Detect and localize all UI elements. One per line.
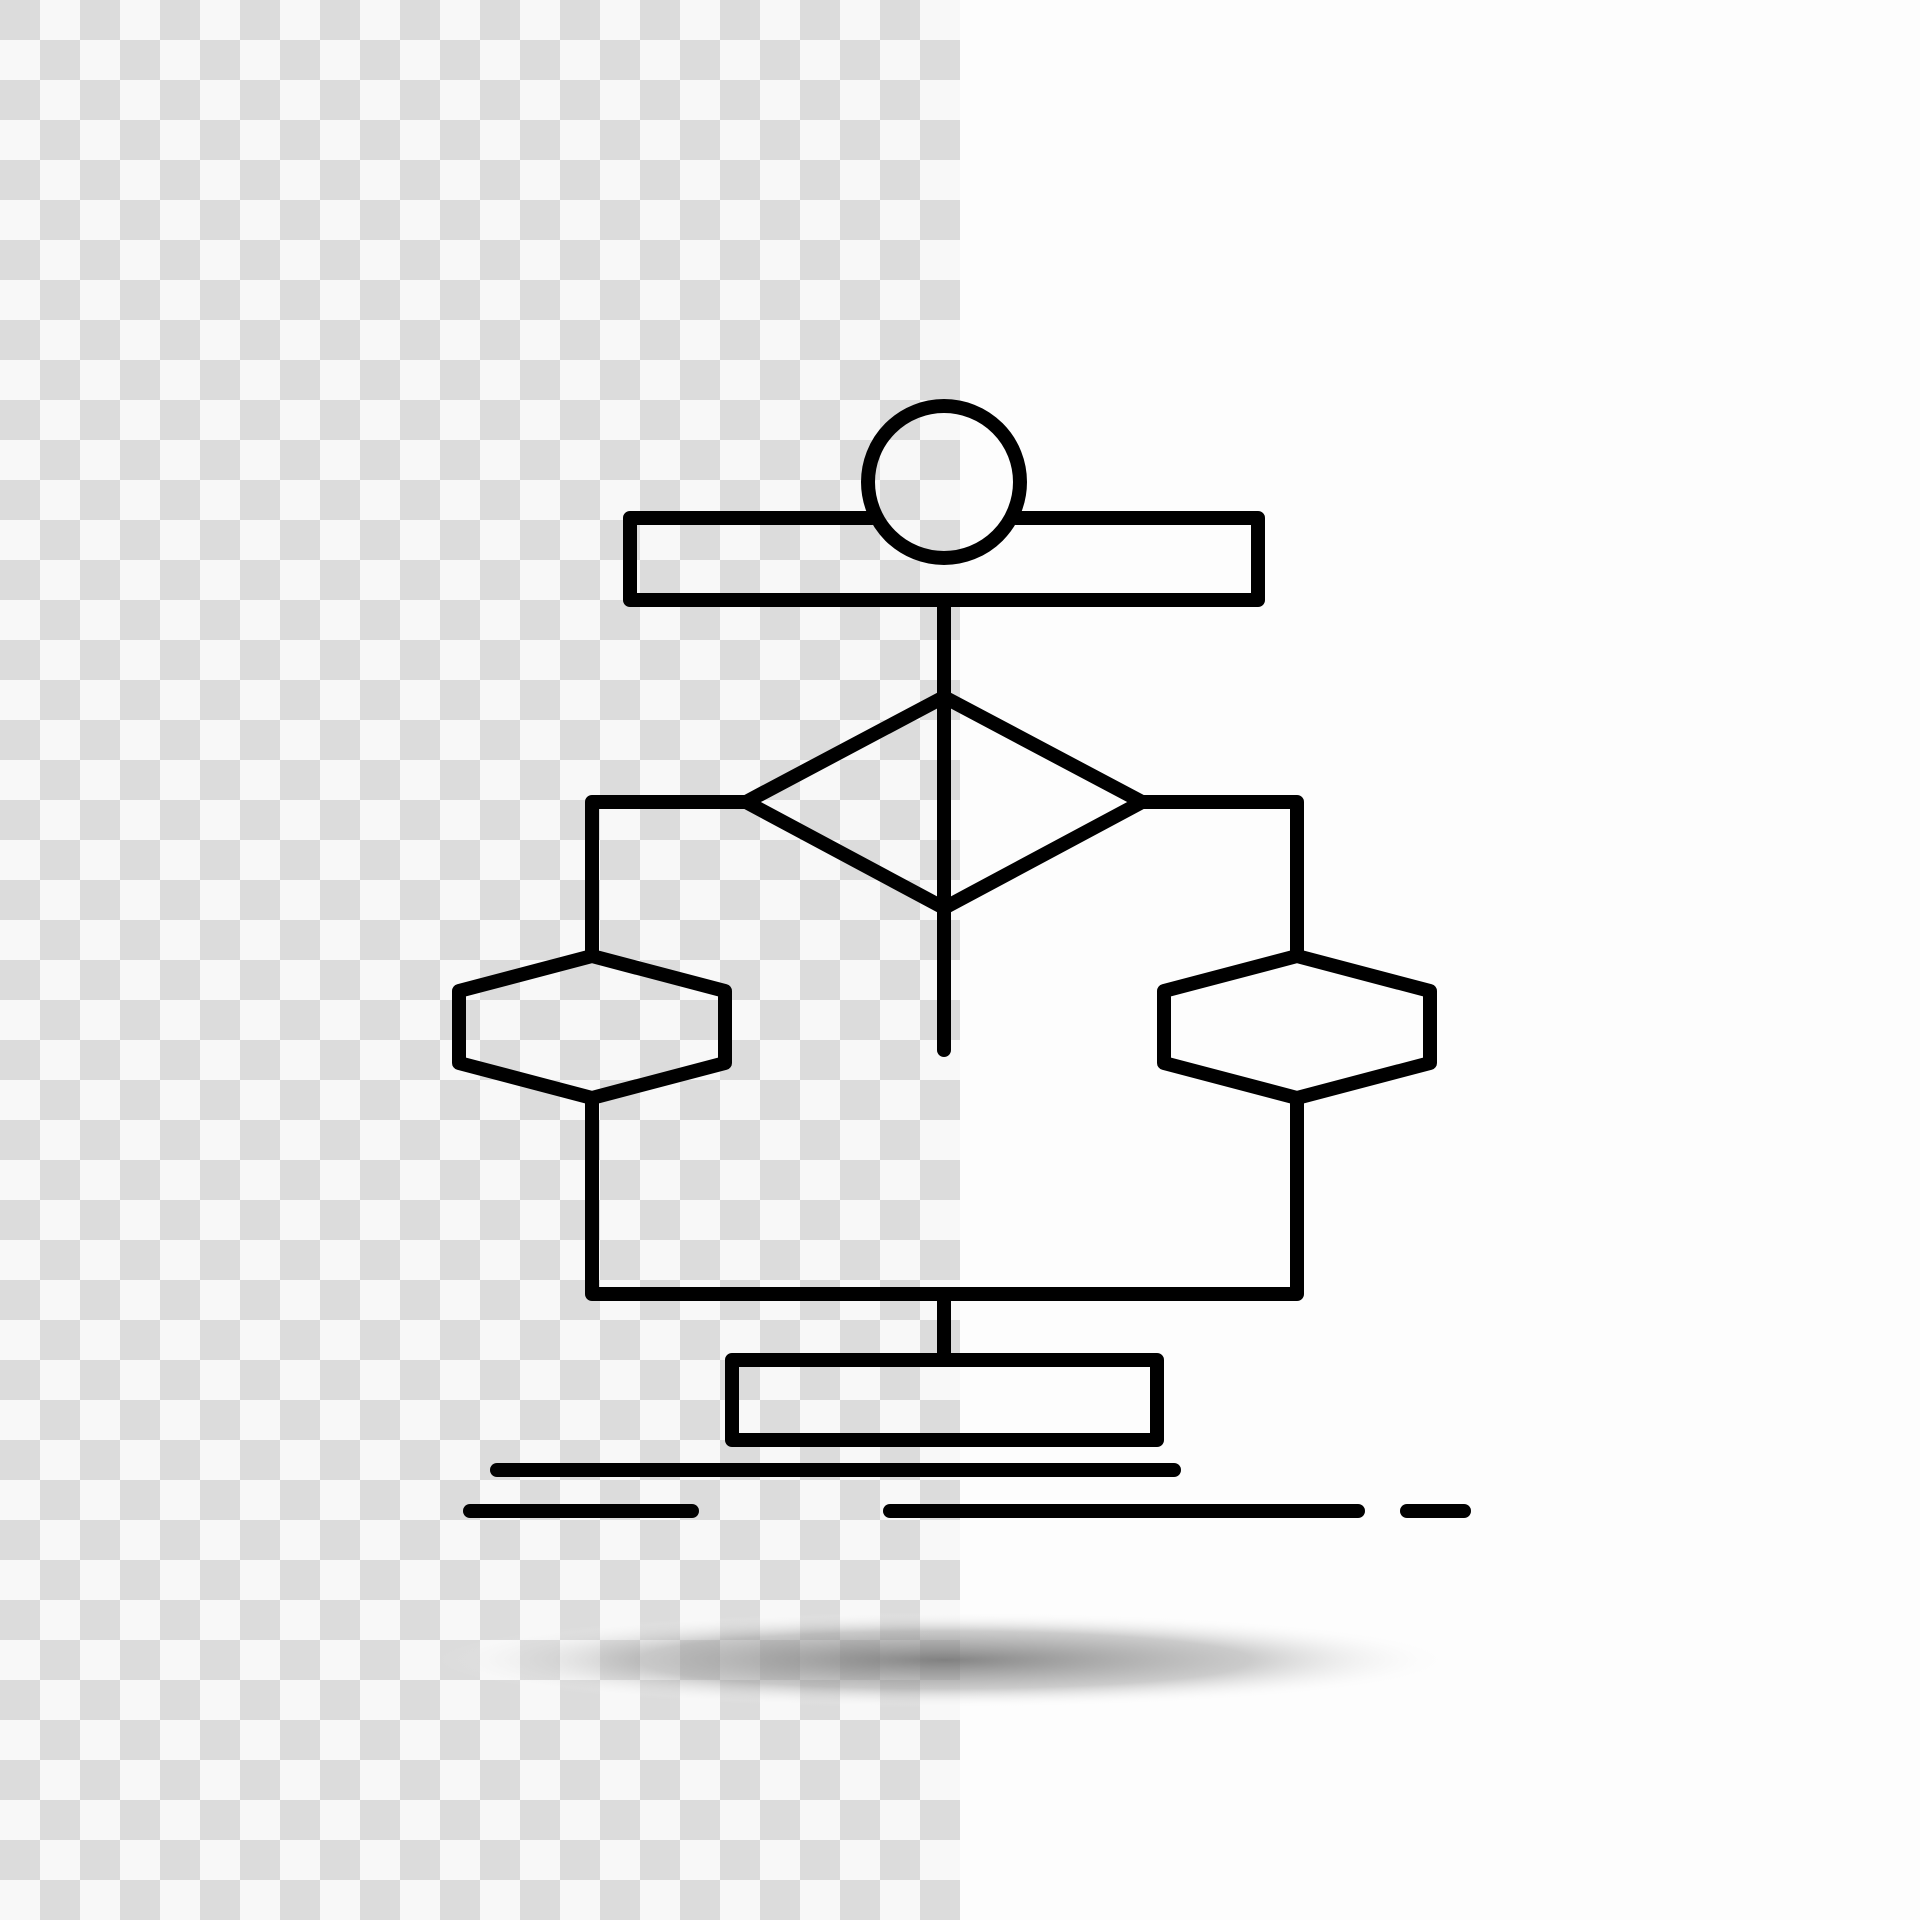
end-box-shape: [725, 1353, 1164, 1447]
right-branch-connector: [1135, 795, 1304, 963]
background-checkerboard: [0, 0, 960, 1920]
start-circle-shape: [861, 399, 1027, 565]
drop-shadow: [435, 1612, 1455, 1708]
left-branch-connector: [585, 795, 753, 963]
algorithm-flowchart-icon: [452, 399, 1471, 1518]
